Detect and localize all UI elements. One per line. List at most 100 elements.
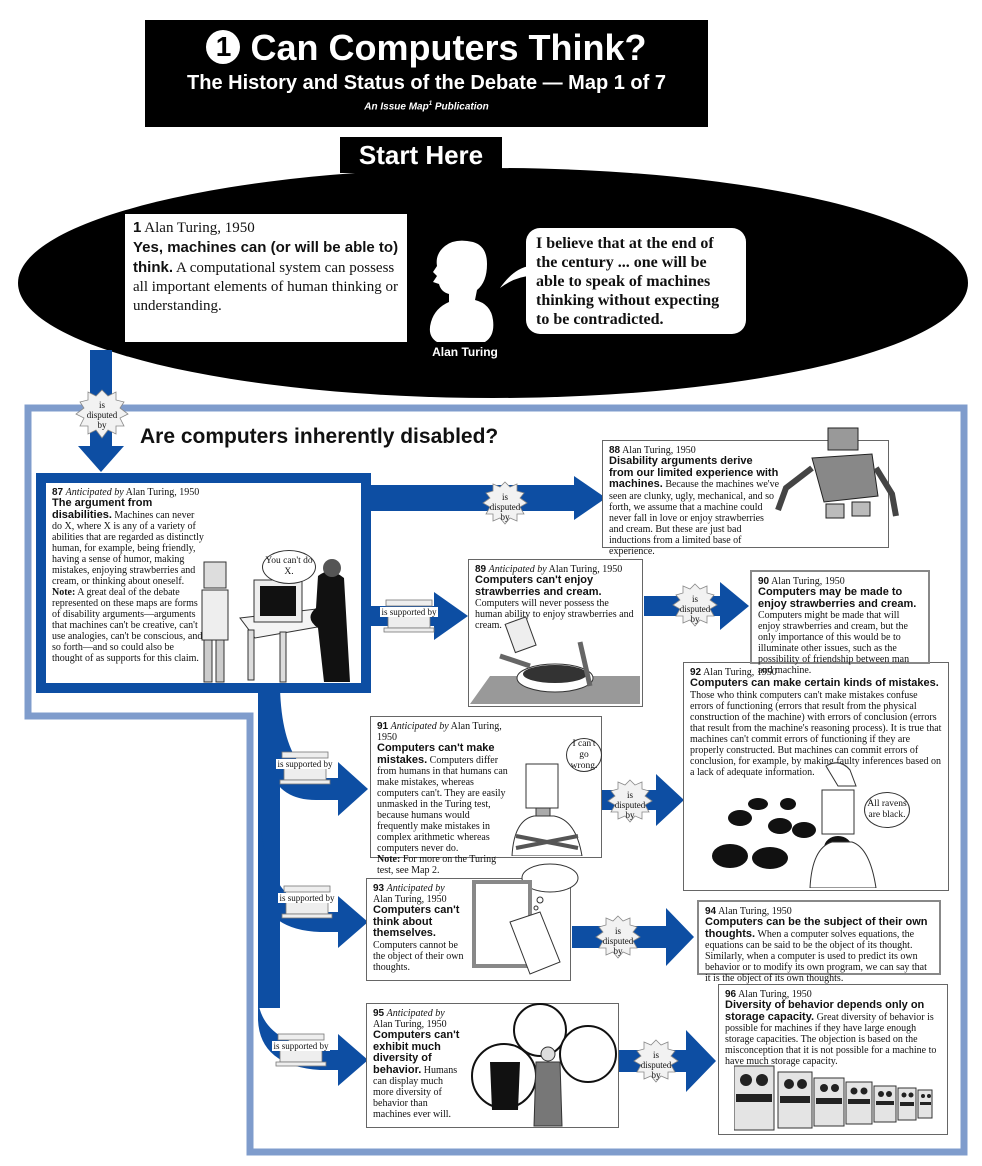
claim-headline: Computers can be the subject of their ow… [705,916,928,940]
claim-headline: Computers can't make mistakes. [377,742,495,766]
arrow-to-95-head [338,1034,368,1086]
claim-author: Alan Turing, 1950 [718,906,792,917]
claim-number: 1 [133,219,142,236]
region-frame [24,404,968,1156]
arrow-91-92-head [656,774,684,826]
claim-body: A computational system can possess all i… [133,260,398,314]
claim-prefix: Anticipated by [390,721,449,732]
claim-author: Alan Turing, 1950 [144,220,255,236]
arrow-87-88 [366,485,576,511]
claim-headline: Computers can make certain kinds of mist… [690,677,939,689]
map-number-badge: 1 [206,30,241,64]
claim-93-box[interactable]: 93 Anticipated by Alan Turing, 1950 Comp… [366,878,571,981]
note-label: Note: [52,587,76,598]
claim-body: Computers will never possess the human a… [475,598,634,631]
support-trunk-stem [258,688,280,1008]
map-title-text: Can Computers Think? [250,27,647,68]
claim-body: Those who think computers can't make mis… [690,689,942,778]
portrait-label: Alan Turing [432,345,498,359]
speech-bubble-92: All ravens are black. [864,792,910,828]
link-label-supported: is supported by [278,893,336,903]
claim-body: Computers might be made that will enjoy … [758,610,910,676]
publication-mark: 1 [428,101,433,107]
publication-suffix: Publication [434,101,489,113]
claim-author: Alan Turing, 1950 [622,445,696,456]
robot-and-man-illustration [201,559,350,683]
speech-bubble-91: I can't go wrong. [566,738,602,772]
note-text: For more on the Turing test, see Map 2. [377,854,497,876]
claim-number: 88 [609,445,621,456]
link-label-supported: is supported by [276,759,334,769]
claim-number: 89 [475,564,487,575]
claim-headline: Diversity of behavior depends only on st… [725,999,925,1023]
link-label-supported: is supported by [380,607,438,617]
claim-author: Alan Turing, 1950 [373,894,447,905]
starburst-icon [75,389,718,1083]
claim-94-box[interactable]: 94 Alan Turing, 1950 Computers can be th… [697,900,941,984]
claim-prefix: Anticipated by [65,487,124,498]
map-subtitle: The History and Status of the Debate — M… [187,72,666,94]
speech-tail [500,266,532,288]
claim-prefix: Anticipated by [488,564,547,575]
note-label: Note: [377,854,401,865]
arrow-start-head [78,446,124,472]
claim-number: 92 [690,667,702,678]
claim-number: 96 [725,989,737,1000]
claim-headline: Computers can't think about themselves. [373,904,460,939]
claim-author: Alan Turing, 1950 [771,576,845,587]
claim-headline: The argument from disabilities. [52,497,153,521]
arrow-to-91-head [338,762,368,816]
turing-quote-bubble: I believe that at the end of the century… [526,228,746,334]
turing-silhouette-icon [429,240,494,342]
claim-87-frame [36,473,371,693]
claim-prefix: Anticipated by [386,883,445,894]
robot-mirror-illustration [472,863,579,975]
claim-body: When a computer solves equations, the eq… [705,928,927,984]
robot-strawberries-illustration [470,616,640,704]
claim-author: Alan Turing, 1950 [377,721,502,743]
map-title: 1 Can Computers Think? [145,28,708,68]
claim-number: 91 [377,721,389,732]
arrow-87-89-head [434,592,468,640]
link-label-supported: is supported by [272,1041,330,1051]
claim-headline: Yes, machines can (or will be able to) t… [133,239,399,276]
claim-number: 90 [758,576,770,587]
claim-prefix: Anticipated by [386,1008,445,1019]
claim-headline: Computers can't exhibit much diversity o… [373,1029,460,1076]
publication-line: An Issue Map1 Publication [145,96,708,115]
claim-author: Alan Turing, 1950 [548,564,623,575]
start-here-label: Start Here [340,137,502,173]
arrow-to-93-head [338,896,368,948]
publication-name: An Issue Map [364,101,429,113]
claim-author: Alan Turing, 1950 [703,667,777,678]
claim-headline: Computers may be made to enjoy strawberr… [758,586,917,610]
claim-author: Alan Turing, 1950 [125,487,200,498]
storage-cabinets-illustration [734,1065,933,1131]
claim-body: Great diversity of behavior is possible … [725,1011,937,1067]
claim-headline: Disability arguments derive from our lim… [609,455,779,490]
region-title: Are computers inherently disabled? [140,425,499,448]
arrow-95-96-head [686,1030,716,1092]
claim-author: Alan Turing, 1950 [738,989,812,1000]
claim-body: Computers cannot be the object of their … [373,939,464,973]
arrow-89-90-head [720,582,749,630]
title-banner: 1 Can Computers Think? The History and St… [145,20,708,127]
arrow-87-88-head [574,476,606,520]
claim-author: Alan Turing, 1950 [373,1019,447,1030]
speech-bubble-87: You can't do X. [262,550,316,584]
claim-body: Machines can never do X, where X is any … [52,509,204,587]
claim-number: 93 [373,883,385,894]
arrow-93-94-head [666,908,694,966]
claim-number: 94 [705,906,717,917]
robot-ravens-illustration [712,762,877,888]
claim-1-box[interactable]: 1 Alan Turing, 1950 Yes, machines can (o… [125,214,407,342]
robot-illustration [775,427,899,519]
claim-90-box[interactable]: 90 Alan Turing, 1950 Computers may be ma… [750,570,930,676]
claim-number: 95 [373,1008,385,1019]
